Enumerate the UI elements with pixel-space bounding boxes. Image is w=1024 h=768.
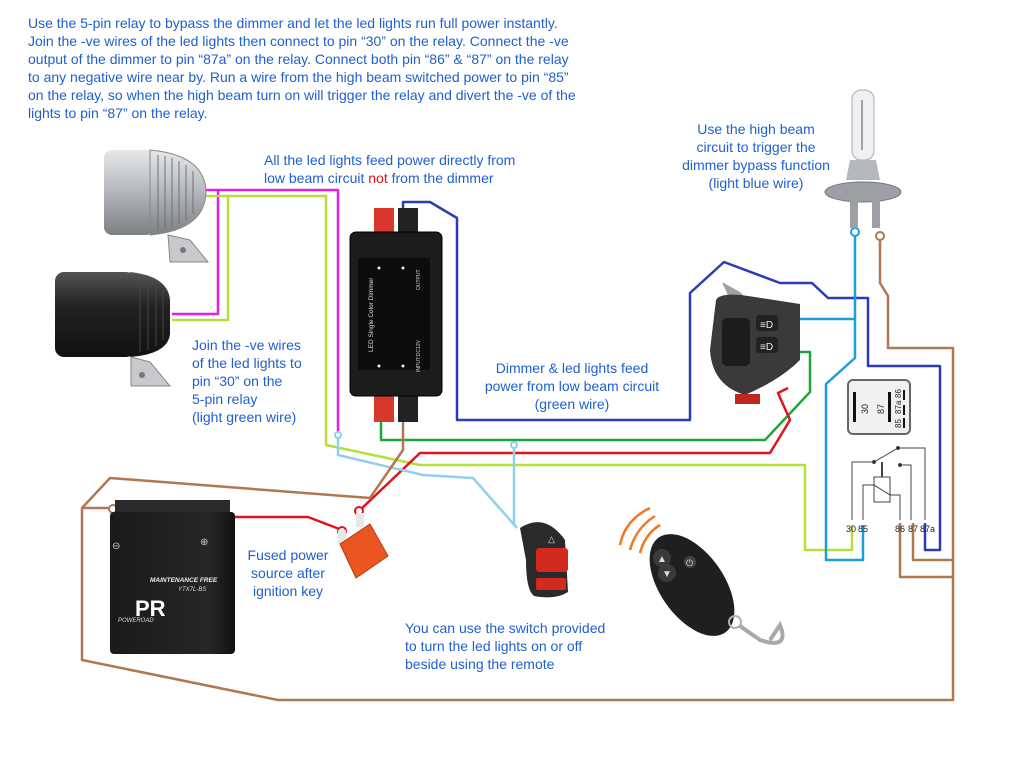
dimmer-input-label: INPUT:DC12V bbox=[416, 339, 422, 372]
remote-down-icon: ▼ bbox=[662, 569, 672, 580]
intro-line: output of the dimmer to pin “87a” on the… bbox=[28, 51, 569, 67]
remote-up-icon: ▲ bbox=[657, 554, 667, 565]
terminal-bulb-b bbox=[875, 231, 885, 241]
dimmer-label: LED Single Color Dimmer bbox=[368, 277, 375, 352]
led-light-silver bbox=[104, 149, 210, 263]
relay-pin-87: 87 bbox=[908, 524, 918, 534]
note-line: to turn the led lights on or off bbox=[405, 638, 583, 654]
relay-top-pin-30: 30 bbox=[860, 404, 870, 414]
wire-light-blue-high-beam bbox=[800, 232, 865, 562]
intro-line: Join the -ve wires of the led lights the… bbox=[28, 33, 569, 49]
wire-light-green-lights-negative bbox=[172, 194, 854, 552]
terminal-bulb-a bbox=[850, 227, 860, 237]
relay-top-pin-85: 85 bbox=[894, 419, 903, 428]
relay-pin-30: 30 bbox=[846, 524, 856, 534]
intro-line: Use the 5-pin relay to bypass the dimmer… bbox=[28, 15, 558, 31]
intro-instructions: Use the 5-pin relay to bypass the dimmer… bbox=[28, 14, 628, 122]
note-switch: You can use the switch provided to turn … bbox=[405, 619, 605, 673]
note-fused-power: Fused power source after ignition key bbox=[243, 546, 333, 600]
battery-brand: POWEROAD bbox=[118, 618, 154, 624]
note-line: All the led lights feed power directly f… bbox=[264, 152, 516, 168]
terminal-sky-b bbox=[510, 441, 518, 449]
note-line: 5-pin relay bbox=[192, 391, 258, 407]
note-line: low beam circuit not from the dimmer bbox=[264, 169, 515, 187]
note-line: dimmer bypass function bbox=[682, 157, 830, 173]
high-beam-icon: ≡D bbox=[760, 342, 773, 353]
battery-label: MAINTENANCE FREE bbox=[150, 577, 218, 584]
relay-schematic bbox=[851, 446, 926, 520]
dimmer-output-label: OUTPUT bbox=[416, 269, 422, 290]
fuse bbox=[338, 513, 389, 579]
low-beam-icon: ≡D bbox=[760, 320, 773, 331]
dimmer-module: LED Single Color Dimmer OUTPUT INPUT:DC1… bbox=[349, 208, 443, 422]
note-dimmer-feed: Dimmer & led lights feed power from low … bbox=[472, 359, 672, 413]
note-line: source after bbox=[251, 565, 325, 581]
note-line: ignition key bbox=[252, 583, 324, 599]
wire-sky-switch bbox=[336, 435, 518, 529]
wire-blue-dimmer-output bbox=[401, 200, 942, 552]
note-text: from the dimmer bbox=[387, 170, 494, 186]
high-beam-bulb bbox=[824, 89, 902, 228]
handlebar-beam-switch: ≡D ≡D bbox=[710, 282, 800, 404]
remote-power-icon: ⏻ bbox=[686, 558, 693, 568]
wire-red-fused-power bbox=[228, 386, 792, 532]
note-line: (light blue wire) bbox=[708, 175, 804, 191]
note-line: beside using the remote bbox=[405, 656, 555, 672]
battery-logo: PR bbox=[135, 596, 166, 621]
note-line: pin “30” on the bbox=[192, 373, 283, 389]
note-line: power from low beam circuit bbox=[484, 378, 660, 394]
note-line: Join the -ve wires bbox=[192, 337, 301, 353]
remote-signal-waves bbox=[618, 506, 661, 554]
note-line: Use the high beam bbox=[697, 121, 815, 137]
relay-top-pin-87: 87 bbox=[876, 404, 886, 414]
relay-top-pin-87a: 87a bbox=[894, 400, 903, 414]
battery-model: YTX7L-BS bbox=[178, 587, 206, 593]
note-line: circuit to trigger the bbox=[696, 139, 816, 155]
intro-line: lights to pin “87” on the relay. bbox=[28, 105, 208, 121]
relay-top-pin-86: 86 bbox=[894, 389, 903, 398]
note-line: Fused power bbox=[247, 547, 329, 563]
note-line: Dimmer & led lights feed bbox=[495, 360, 649, 376]
note-join-negative: Join the -ve wires of the led lights to … bbox=[192, 336, 302, 426]
note-feed-power: All the led lights feed power directly f… bbox=[264, 151, 515, 187]
battery: ⊖ ⊕ MAINTENANCE FREE YTX7L-BS PR POWEROA… bbox=[110, 500, 235, 654]
note-line: of the led lights to bbox=[192, 355, 302, 371]
relay-pin-87a: 87a bbox=[920, 524, 935, 534]
remote-control: ▲ ▼ ⏻ bbox=[649, 534, 785, 645]
handlebar-push-switch: △ bbox=[520, 522, 568, 598]
note-text: low beam circuit bbox=[264, 170, 369, 186]
note-line: (light green wire) bbox=[192, 409, 297, 425]
intro-line: on the relay, so when the high beam turn… bbox=[28, 87, 576, 103]
wire-brown-ground bbox=[80, 236, 955, 702]
wire-magenta-lights-positive bbox=[172, 188, 340, 435]
relay-pin-86: 86 bbox=[895, 524, 905, 534]
battery-negative-icon: ⊖ bbox=[112, 541, 120, 552]
intro-line: to any negative wire near by. Run a wire… bbox=[28, 69, 569, 85]
note-high-beam: Use the high beam circuit to trigger the… bbox=[676, 120, 836, 192]
terminal-sky-a bbox=[334, 431, 342, 439]
relay-pin-labels: 30 85 86 87 87a bbox=[846, 524, 935, 534]
note-emphasis: not bbox=[368, 170, 388, 186]
note-line: (green wire) bbox=[534, 396, 610, 412]
note-line: You can use the switch provided bbox=[405, 620, 606, 636]
relay-pin-85: 85 bbox=[858, 524, 868, 534]
relay-top-view: 30 87 86 87a 85 bbox=[847, 379, 911, 435]
led-light-black bbox=[55, 272, 172, 387]
battery-positive-icon: ⊕ bbox=[200, 537, 208, 548]
hazard-icon: △ bbox=[548, 534, 555, 544]
